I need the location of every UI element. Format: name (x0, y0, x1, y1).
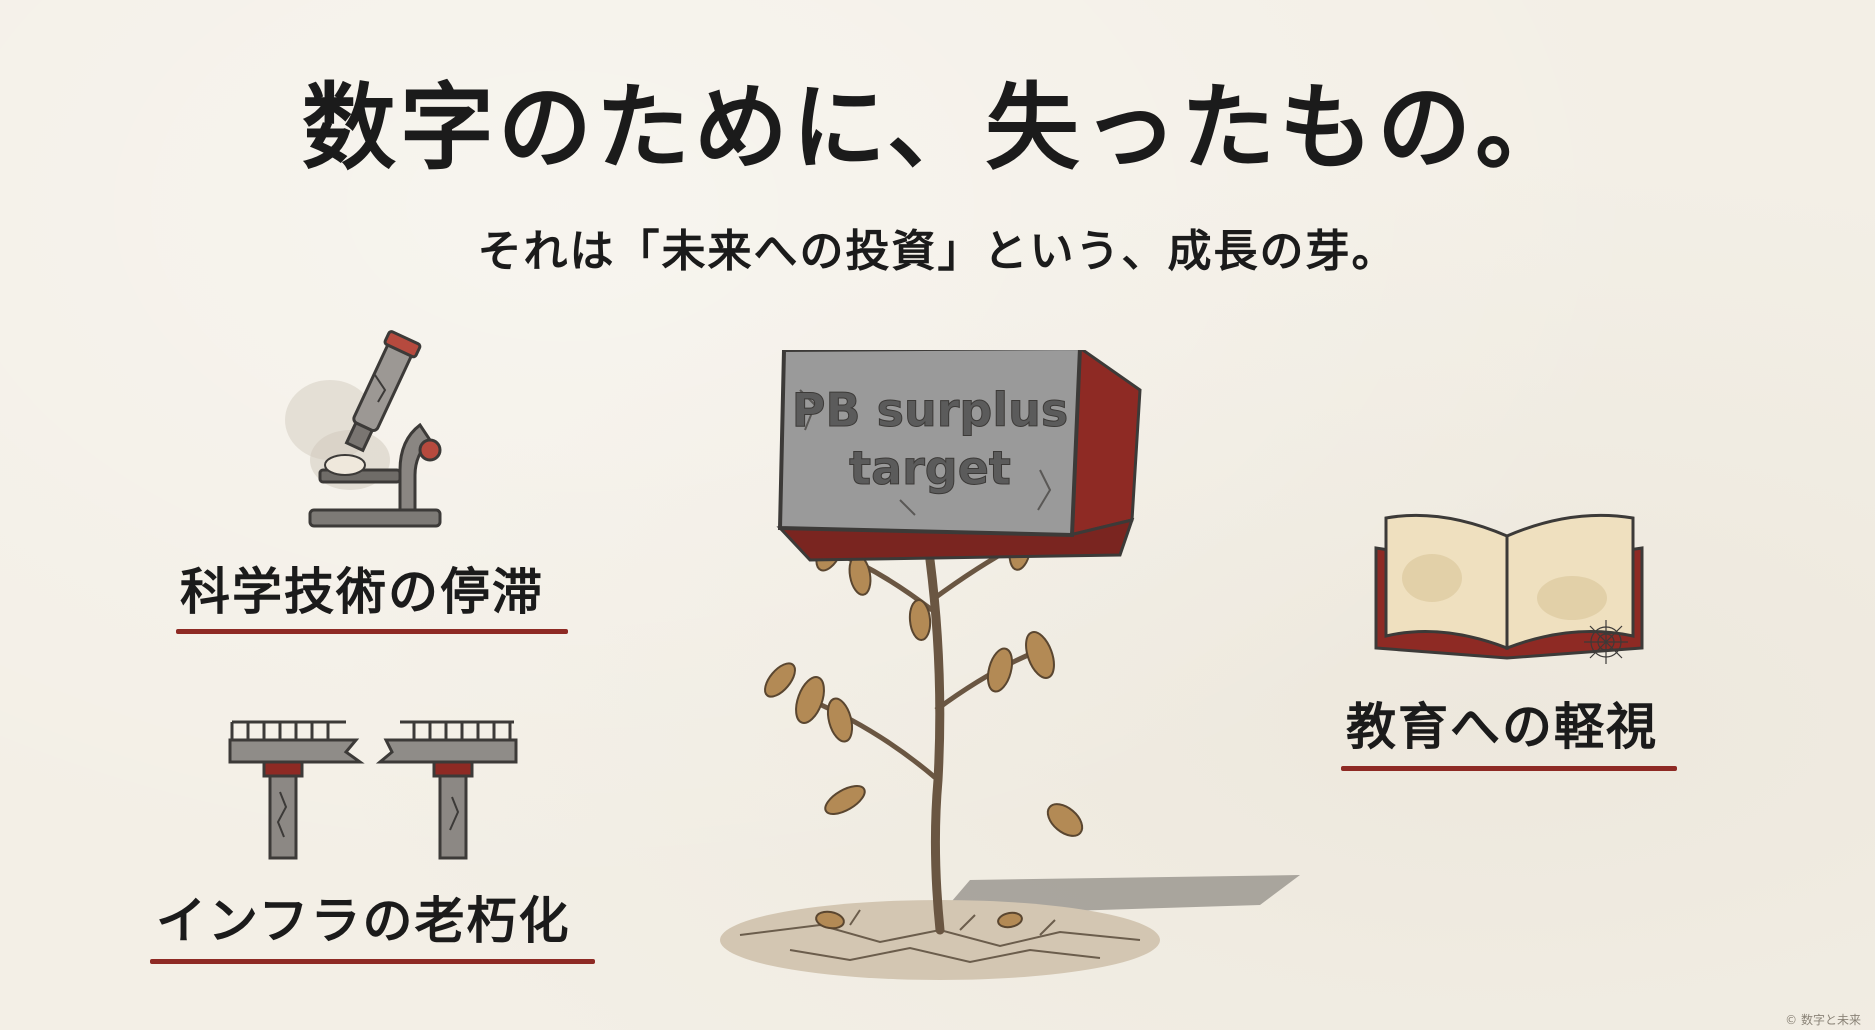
label-education-neglect: 教育への軽視 (1346, 698, 1658, 756)
label-science-stagnation: 科学技術の停滞 (180, 563, 544, 621)
credit-text: © 数字と未来 (1785, 1013, 1861, 1027)
broken-bridge-icon (228, 720, 518, 860)
underline-infrastructure (150, 959, 595, 964)
withered-sapling-under-block-illustration: PB surplus target (720, 350, 1300, 980)
block-text-line2: target (849, 441, 1011, 495)
label-infrastructure-aging: インフラの老朽化 (156, 892, 571, 950)
slide-title: 数字のために、失ったもの。 (301, 74, 1574, 183)
underline-education (1341, 766, 1677, 771)
block-text-line1: PB surplus (792, 383, 1068, 437)
slide-subtitle: それは「未来への投資」という、成長の芽。 (477, 226, 1398, 277)
microscope-icon (285, 330, 442, 528)
open-book-icon (1374, 513, 1644, 664)
underline-science (176, 629, 568, 634)
